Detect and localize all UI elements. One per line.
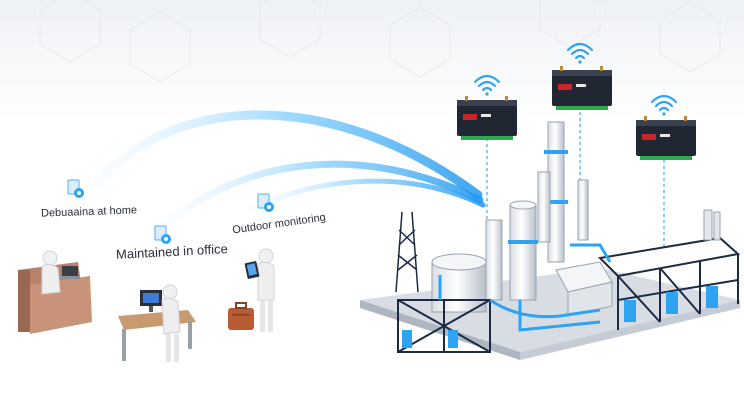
home-person-on-sofa <box>18 250 92 334</box>
gear-doc-icon <box>257 193 274 212</box>
signal-beams <box>90 110 486 229</box>
wifi-icon <box>650 94 678 116</box>
outdoor-person-with-tablet <box>228 248 275 332</box>
office-person-at-desk <box>118 284 196 362</box>
router-module <box>457 96 517 140</box>
wifi-icon <box>473 74 501 96</box>
hex-background <box>0 0 744 120</box>
router-module <box>636 116 696 160</box>
wifi-icon <box>566 42 594 64</box>
gear-doc-icon <box>67 179 84 198</box>
router-module <box>552 66 612 110</box>
industrial-plant <box>360 121 741 360</box>
gear-doc-icon <box>154 225 171 244</box>
